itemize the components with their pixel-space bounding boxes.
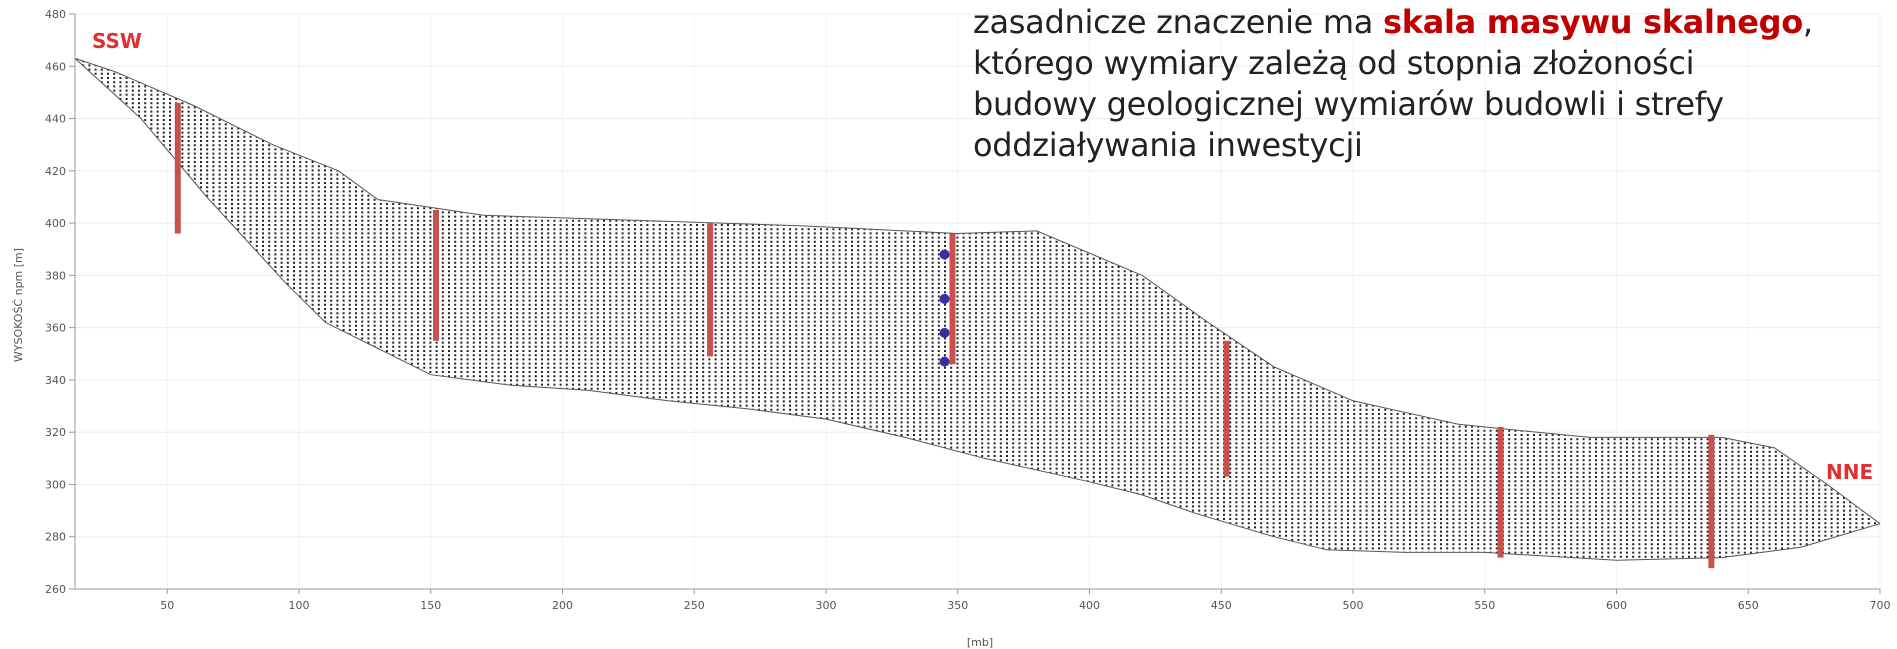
lower-boundary-line [74, 58, 1881, 561]
sample-point [939, 327, 950, 338]
y-tick-label: 300 [45, 478, 66, 491]
nne-direction-label: NNE [1826, 460, 1873, 484]
x-tick-label: 650 [1738, 599, 1759, 612]
upper-boundary-line [74, 57, 1881, 525]
x-tick-label: 300 [815, 599, 836, 612]
chart-axes: 260 280 300 320 340 360 380 400 420 440 460 480 50 10… [45, 8, 1891, 612]
x-axis-label: [mb] [967, 636, 993, 649]
y-tick-label: 380 [45, 269, 66, 282]
borehole-marks [174, 102, 1715, 569]
x-tick-label: 200 [552, 599, 573, 612]
note-line-3: budowy geologicznej wymiarów budowli i s… [973, 85, 1724, 123]
y-tick-label: 280 [45, 531, 66, 544]
y-tick-label: 420 [45, 165, 66, 178]
x-tick-label: 100 [288, 599, 309, 612]
y-tick-label: 260 [45, 583, 66, 596]
y-tick-label: 440 [45, 113, 66, 126]
y-tick-label: 360 [45, 322, 66, 335]
sample-point [939, 356, 950, 367]
x-tick-label: 50 [160, 599, 174, 612]
note-line-1-start: zasadnicze znaczenie ma [973, 3, 1383, 41]
x-tick-label: 700 [1870, 599, 1891, 612]
y-axis-label: WYSOKOŚĆ npm [m] [12, 248, 25, 362]
ssw-direction-label: SSW [92, 29, 142, 53]
sample-point [939, 249, 950, 260]
y-tick-label: 480 [45, 8, 66, 21]
x-tick-label: 550 [1474, 599, 1495, 612]
note-line-4: oddziaływania inwestycji [973, 126, 1363, 164]
note-highlight: skala masywu skalnego [1382, 3, 1803, 41]
note-line-1-end: , [1802, 3, 1813, 41]
x-tick-label: 450 [1211, 599, 1232, 612]
x-tick-label: 400 [1079, 599, 1100, 612]
x-tick-label: 600 [1606, 599, 1627, 612]
x-tick-label: 150 [420, 599, 441, 612]
note-line-2: którego wymiary zależą od stopnia złożon… [973, 44, 1695, 82]
y-tick-label: 320 [45, 426, 66, 439]
x-tick-label: 350 [947, 599, 968, 612]
note-line-1: zasadnicze znaczenie ma skala masywu ska… [973, 2, 1893, 43]
x-tick-label: 500 [1342, 599, 1363, 612]
y-tick-label: 340 [45, 374, 66, 387]
sample-point [939, 293, 950, 304]
x-tick-label: 250 [684, 599, 705, 612]
y-tick-label: 460 [45, 60, 66, 73]
y-tick-label: 400 [45, 217, 66, 230]
annotation-text: zasadnicze znaczenie ma skala masywu ska… [973, 2, 1893, 166]
